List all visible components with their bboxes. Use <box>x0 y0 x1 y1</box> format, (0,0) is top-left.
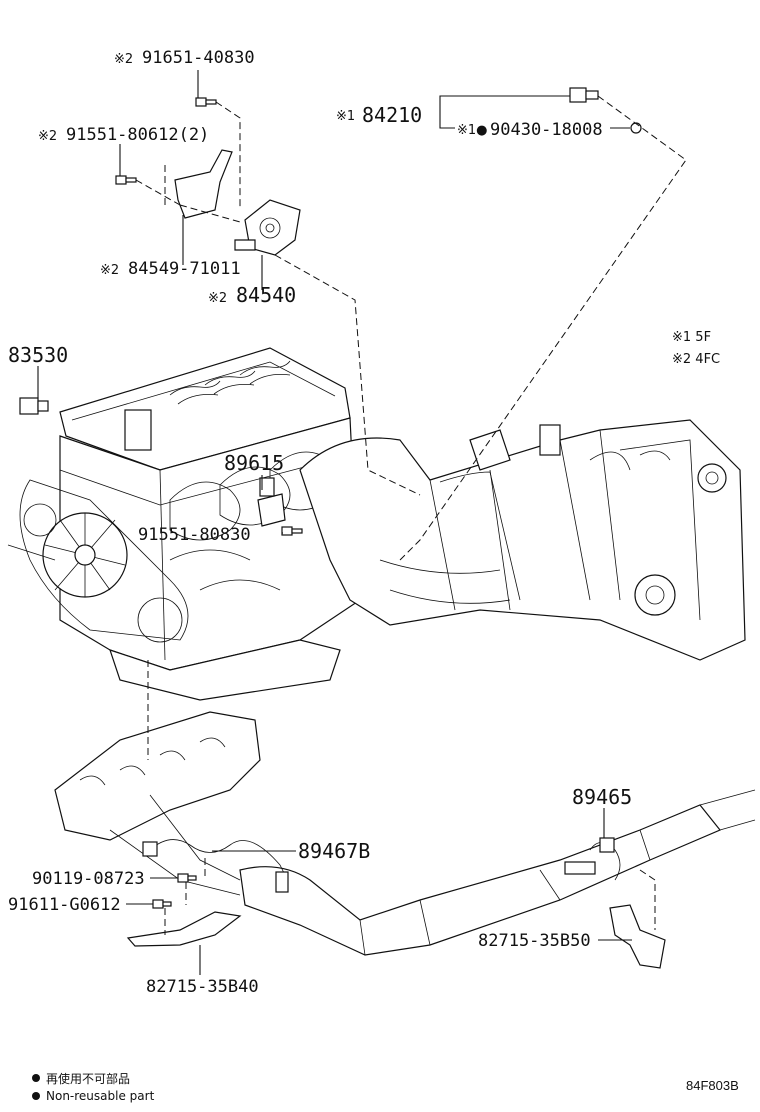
switch-84210-icon <box>569 87 599 103</box>
callout-84540: 84540 <box>236 283 296 307</box>
note-5f: ※1 5F <box>672 330 711 345</box>
callout-84210: 84210 <box>362 103 422 127</box>
oxygen-sensor-89467b-icon <box>142 839 289 893</box>
callout-91551-80612-prefix: ※2 <box>38 129 57 144</box>
callout-90119-08723: 90119-08723 <box>32 869 145 889</box>
bolt-91611-icon <box>152 899 172 909</box>
callout-84549-prefix: ※2 <box>100 263 119 278</box>
leader-lines <box>37 70 687 975</box>
callout-labels: ※2 91651-40830 ※2 91551-80612(2) ※2 8454… <box>8 48 720 997</box>
oxygen-sensor-89465-icon <box>564 837 621 881</box>
callout-89467b: 89467B <box>298 839 370 863</box>
small-parts <box>19 87 666 969</box>
gasket-90430-icon <box>630 122 642 134</box>
callout-82715-35b40: 82715-35B40 <box>146 977 259 997</box>
legend-en: Non-reusable part <box>46 1089 155 1103</box>
callout-91551-80612: 91551-80612(2) <box>66 125 209 145</box>
bolt-91551-80612-icon <box>115 175 137 185</box>
bracket-82715-35b40-icon <box>126 911 242 947</box>
callout-84210-prefix: ※1 <box>336 109 355 124</box>
callout-89465: 89465 <box>572 785 632 809</box>
engine-illustration <box>7 347 361 701</box>
callout-84549-71011: 84549-71011 <box>128 259 241 279</box>
sender-83530-icon <box>19 397 49 415</box>
bracket-84549-icon <box>174 149 233 219</box>
callout-91651-prefix: ※2 <box>114 52 133 67</box>
bolt-91651-icon <box>195 97 217 107</box>
callout-91651-40830: 91651-40830 <box>142 48 255 68</box>
callout-91611-g0612: 91611-G0612 <box>8 895 121 915</box>
exhaust-manifold-illustration <box>54 711 756 956</box>
callout-90430-prefix: ※1● <box>457 123 488 138</box>
callout-91551-80830: 91551-80830 <box>138 525 251 545</box>
legend-jp: 再使用不可部品 <box>46 1071 130 1086</box>
non-reusable-bullet-icon <box>32 1074 40 1082</box>
callout-90430-18008: 90430-18008 <box>490 120 603 140</box>
bolt-90119-icon <box>177 873 197 883</box>
callout-83530: 83530 <box>8 343 68 367</box>
note-4fc: ※2 4FC <box>672 352 720 367</box>
transmission-illustration <box>299 419 746 661</box>
callout-82715-35b50: 82715-35B50 <box>478 931 591 951</box>
callout-89615: 89615 <box>224 451 284 475</box>
legend: 再使用不可部品 Non-reusable part <box>32 1071 155 1103</box>
callout-84540-prefix: ※2 <box>208 291 227 306</box>
bolt-91551-80830-icon <box>281 526 303 536</box>
sensor-89615-icon <box>257 477 286 527</box>
bracket-82715-35b50-icon <box>609 904 666 969</box>
figure-code: 84F803B <box>686 1078 739 1093</box>
non-reusable-bullet-icon <box>32 1092 40 1100</box>
switch-84540-icon <box>234 199 301 256</box>
